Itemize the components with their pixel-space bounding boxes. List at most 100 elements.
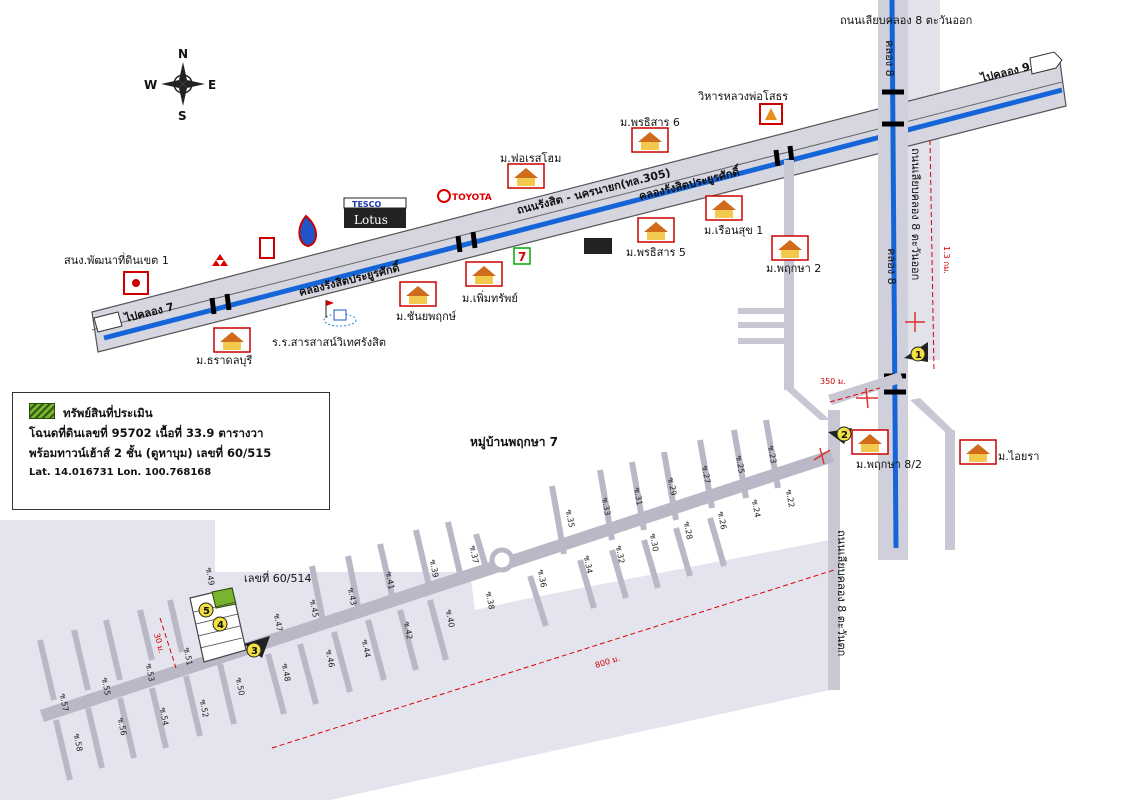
ptt-icon (298, 214, 317, 248)
svg-text:ซ.35: ซ.35 (564, 509, 576, 528)
svg-text:ซ.33: ซ.33 (600, 497, 612, 516)
label-d13: 1.3 กม. (942, 246, 951, 274)
label-ruensuk: ม.เรือนสุข 1 (704, 224, 763, 237)
subject-property-highlight (211, 587, 237, 609)
label-pornsiri5: ม.พรธิสาร 5 (626, 246, 686, 259)
toyota-icon (437, 189, 451, 203)
marker-2: 2 (841, 430, 848, 441)
svg-text:ซ.39: ซ.39 (428, 559, 440, 578)
label-tharaburi: ม.ธราดลบุรี (196, 354, 252, 367)
label-pornsiri6: ม.พรธิสาร 6 (620, 116, 680, 129)
compass-s: S (178, 109, 187, 123)
legend-title: ทรัพย์สินที่ประเมิน (63, 406, 153, 420)
svg-text:ซ.31: ซ.31 (632, 487, 644, 506)
soi-labels: ซ.23 ซ.25 ซ.27 ซ.29 ซ.31 ซ.33 ซ.35 ซ.22 … (58, 445, 796, 752)
svg-text:ซ.53: ซ.53 (144, 663, 156, 682)
svg-text:ซ.36: ซ.36 (536, 569, 548, 588)
label-d350: 350 ม. (820, 377, 846, 386)
label-east-road-side: ถนนเลียบคลอง 8 ตะวันออก (909, 148, 922, 280)
label-school: ร.ร.สารสาสน์วิเทศรังสิต (272, 336, 386, 349)
svg-text:ซ.25: ซ.25 (734, 455, 746, 474)
mitsubishi-icon (212, 254, 228, 266)
svg-text:ซ.26: ซ.26 (716, 511, 728, 530)
marker-3: 3 (251, 646, 258, 657)
direction-arrows (93, 51, 1063, 333)
svg-text:ซ.27: ซ.27 (700, 465, 712, 484)
svg-text:ซ.43: ซ.43 (346, 587, 358, 606)
legend-line1: โฉนดที่ดินเลขที่ 95702 เนื้อที่ 33.9 ตาร… (29, 426, 264, 440)
label-phermsap: ม.เพิ่มทรัพย์ (462, 290, 518, 305)
svg-text:ซ.49: ซ.49 (204, 567, 216, 586)
distance-guides (159, 139, 935, 749)
legend-title-row: ทรัพย์สินที่ประเมิน (29, 403, 321, 423)
house-icons (213, 127, 997, 465)
label-wat: วิหารหลวงพ่อโสธร (697, 89, 788, 103)
label-village: หมู่บ้านพฤกษา 7 (470, 435, 558, 450)
svg-text:ซ.30: ซ.30 (648, 533, 660, 552)
school-icon (323, 300, 357, 327)
bridges (209, 145, 795, 315)
svg-text:ซ.56: ซ.56 (116, 717, 128, 736)
svg-text:ซ.32: ซ.32 (614, 545, 626, 564)
compass-w: W (144, 78, 157, 92)
toyota-text: TOYOTA (452, 193, 492, 203)
label-klong8-upper: คลอง 8 (883, 40, 896, 77)
svg-text:ซ.44: ซ.44 (360, 639, 372, 658)
svg-text:ซ.37: ซ.37 (468, 545, 480, 564)
label-house514: เลขที่ 60/514 (244, 570, 311, 585)
svg-text:ซ.38: ซ.38 (484, 591, 496, 610)
compass-n: N (178, 47, 188, 61)
tesco-text: TESCO (352, 200, 382, 209)
markers: 1 2 3 4 5 (198, 342, 928, 658)
compass-rose: N S W E (144, 47, 216, 123)
svg-text:ซ.28: ซ.28 (682, 521, 694, 540)
tesco-small-icon (584, 238, 612, 254)
svg-text:ซ.58: ซ.58 (72, 733, 84, 752)
svg-text:ซ.41: ซ.41 (384, 571, 396, 590)
label-sanong: สนง.พัฒนาที่ดินเขต 1 (64, 252, 169, 267)
label-forest: ม.ฟอเรสโฮม (500, 151, 561, 165)
svg-text:ซ.24: ซ.24 (750, 499, 762, 518)
marker-4: 4 (217, 620, 224, 631)
svg-text:ซ.34: ซ.34 (582, 555, 594, 574)
label-west-road: ถนนเลียบคลอง 8 ตะวันตก (835, 530, 848, 656)
legend-line2: พร้อมทาวน์เฮ้าส์ 2 ชั้น (ดูหาบุม) เลขที่… (29, 446, 272, 460)
roundabout (489, 547, 515, 573)
label-phruksa82: ม.พฤกษา 8/2 (856, 458, 922, 471)
svg-text:ซ.46: ซ.46 (324, 649, 336, 668)
svg-text:ซ.51: ซ.51 (182, 647, 194, 666)
legend-box: ทรัพย์สินที่ประเมิน โฉนดที่ดินเลขที่ 957… (12, 392, 330, 510)
label-phruksa2: ม.พฤกษา 2 (766, 262, 821, 275)
svg-text:ซ.42: ซ.42 (402, 621, 414, 640)
svg-text:ซ.54: ซ.54 (158, 707, 170, 726)
label-aira: ม.ไอยรา (998, 450, 1039, 463)
label-east-road-top: ถนนเลียบคลอง 8 ตะวันออก (840, 14, 972, 27)
svg-text:ซ.52: ซ.52 (198, 699, 210, 718)
subject-swatch (29, 403, 55, 419)
marker-1: 1 (915, 350, 922, 361)
soi-main-road (40, 450, 834, 722)
svg-text:ซ.57: ซ.57 (58, 693, 70, 712)
svg-text:ซ.40: ซ.40 (444, 609, 456, 628)
svg-text:ซ.23: ซ.23 (766, 445, 778, 464)
svg-text:ซ.55: ซ.55 (100, 677, 112, 696)
legend-coords: Lat. 14.016731 Lon. 100.768168 (29, 467, 212, 478)
lotus-text: Lotus (354, 213, 388, 227)
svg-text:ซ.29: ซ.29 (666, 477, 678, 496)
svg-text:ซ.22: ซ.22 (784, 489, 796, 508)
label-klong8: คลอง 8 (885, 248, 898, 285)
bank-icon (259, 237, 275, 259)
seven-eleven-icon (513, 247, 531, 265)
seven-eleven-label: 7 (518, 250, 526, 264)
compass-e: E (208, 78, 216, 92)
svg-text:ซ.50: ซ.50 (234, 677, 246, 696)
svg-text:ซ.45: ซ.45 (308, 599, 320, 618)
label-chanyaphruek: ม.ชันยพฤกษ์ (396, 310, 456, 323)
svg-text:ซ.47: ซ.47 (272, 613, 284, 632)
soi-network (37, 419, 781, 781)
marker-5: 5 (203, 606, 210, 617)
svg-text:ซ.48: ซ.48 (280, 663, 292, 682)
route-crossings (813, 312, 925, 465)
